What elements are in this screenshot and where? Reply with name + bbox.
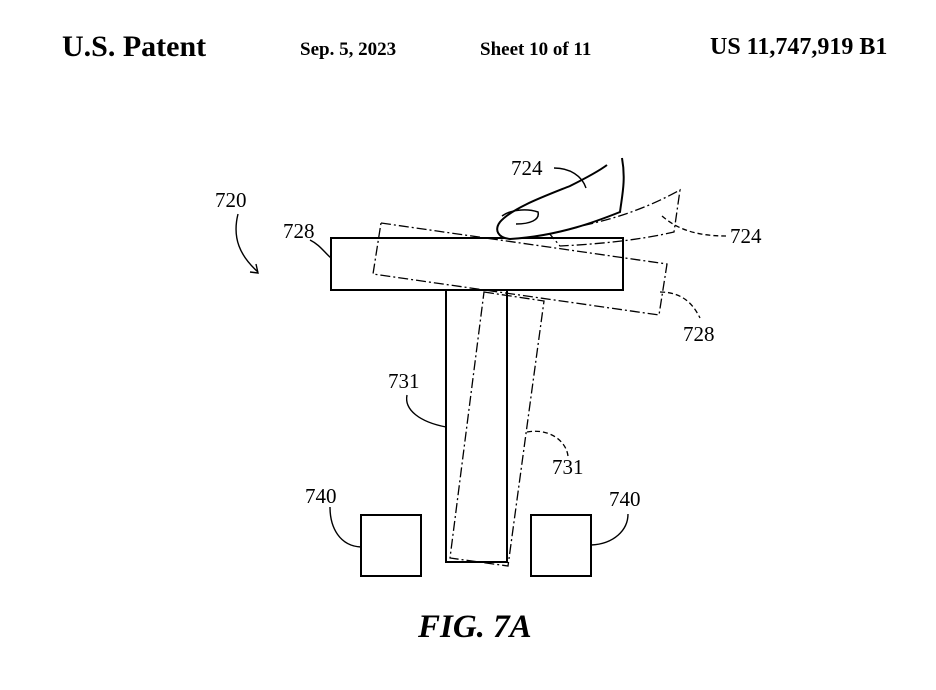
label-724-dashed: 724 <box>730 224 762 248</box>
label-731-solid: 731 <box>388 369 420 393</box>
sensor-right <box>530 514 592 577</box>
label-724-solid: 724 <box>511 156 543 180</box>
label-728-dashed: 728 <box>683 322 715 346</box>
sheet-number: Sheet 10 of 11 <box>480 39 592 60</box>
leader-arrowhead <box>249 263 259 274</box>
stem-dashed <box>449 291 545 567</box>
patent-title: U.S. Patent <box>62 30 207 63</box>
label-728-solid: 728 <box>283 219 315 243</box>
leader-724-dashed <box>661 215 727 237</box>
leader-720 <box>235 213 259 273</box>
label-740-right: 740 <box>609 487 641 511</box>
finger-dashed <box>546 188 681 247</box>
leader-728-dashed <box>659 291 701 319</box>
leader-740-left <box>329 506 362 548</box>
leader-728-solid <box>309 239 332 259</box>
label-740-left: 740 <box>305 484 337 508</box>
stem-solid <box>445 289 508 563</box>
finger-solid <box>496 157 625 241</box>
sensor-left <box>360 514 422 577</box>
fingernail <box>501 209 539 225</box>
leader-724-solid <box>553 167 587 189</box>
patent-number: US 11,747,919 B1 <box>710 34 888 60</box>
leader-731-solid <box>406 394 447 428</box>
leader-731-dashed <box>526 430 569 457</box>
leader-740-right <box>590 513 629 546</box>
figure-caption: FIG. 7A <box>417 609 532 645</box>
label-731-dashed: 731 <box>552 455 584 479</box>
label-720: 720 <box>215 188 247 212</box>
patent-date: Sep. 5, 2023 <box>300 39 397 60</box>
